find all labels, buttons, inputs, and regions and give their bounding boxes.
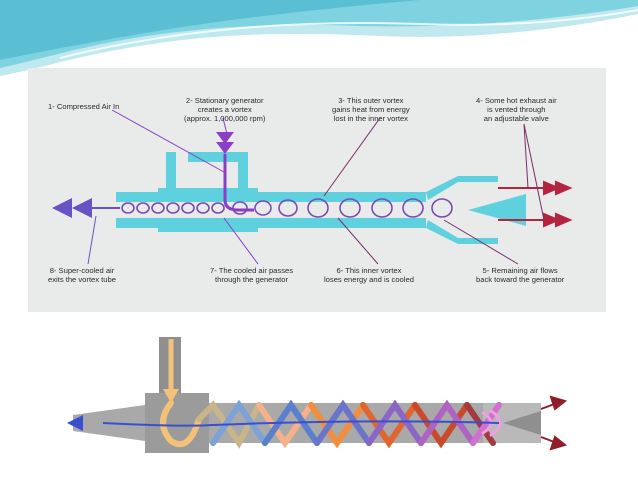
cold-center-stream (67, 415, 500, 431)
step4-line2: is vented through (487, 105, 546, 114)
step7-line2: through the generator (214, 275, 289, 284)
step2-line1: 2- Stationary generator (185, 96, 264, 105)
vortex-tube-bottom-drawing (67, 337, 568, 453)
step4-label: 4- Some hot exhaust air is vented throug… (476, 96, 557, 123)
hot-exit-arrows (540, 395, 568, 451)
step6-line2: loses energy and is cooled (324, 275, 414, 284)
step6-line1: 6- This inner vortex (336, 266, 402, 275)
inlet-arrow (163, 339, 179, 403)
vortex-tube-color-diagram (63, 333, 575, 471)
step3-label: 3- This outer vortex gains heat from ene… (332, 96, 410, 123)
step7-line1: 7- The cooled air passes (210, 266, 294, 275)
step2-label: 2- Stationary generator creates a vortex… (184, 96, 265, 123)
cold-air-exit-arrows (52, 198, 120, 218)
step4-line3: an adjustable valve (483, 114, 549, 123)
vortex-coils (121, 198, 453, 218)
step6-label: 6- This inner vortex loses energy and is… (324, 266, 414, 284)
hot-valve-cone (468, 194, 526, 226)
step4-line1: 4- Some hot exhaust air (476, 96, 557, 105)
step1-label: 1- Compressed Air In (48, 102, 120, 111)
step2-line3: (approx. 1,000,000 rpm) (184, 114, 266, 123)
vortex-tube-top-drawing (52, 109, 573, 265)
label-leader-lines (87, 109, 545, 265)
step8-line2: exits the vortex tube (48, 275, 116, 284)
vortex-tube-body (116, 152, 526, 244)
step5-label: 5- Remaining air flows back toward the g… (476, 266, 564, 284)
step3-line3: lost in the inner vortex (333, 114, 408, 123)
step8-line1: 8- Super-cooled air (49, 266, 115, 275)
step5-line1: 5- Remaining air flows (482, 266, 558, 275)
compressed-air-inlet-arrow (216, 132, 254, 212)
header-wave-banner (0, 0, 638, 76)
hot-valve-cone (503, 411, 541, 435)
step7-label: 7- The cooled air passes through the gen… (210, 266, 293, 284)
vortex-tube-labeled-diagram: 1- Compressed Air In 2- Stationary gener… (28, 68, 606, 312)
step3-line2: gains heat from energy (332, 105, 410, 114)
step8-label: 8- Super-cooled air exits the vortex tub… (48, 266, 116, 284)
step3-line1: 3- This outer vortex (338, 96, 404, 105)
step5-line2: back toward the generator (476, 275, 565, 284)
hot-exhaust-arrows (498, 180, 573, 228)
step2-line2: creates a vortex (197, 105, 252, 114)
